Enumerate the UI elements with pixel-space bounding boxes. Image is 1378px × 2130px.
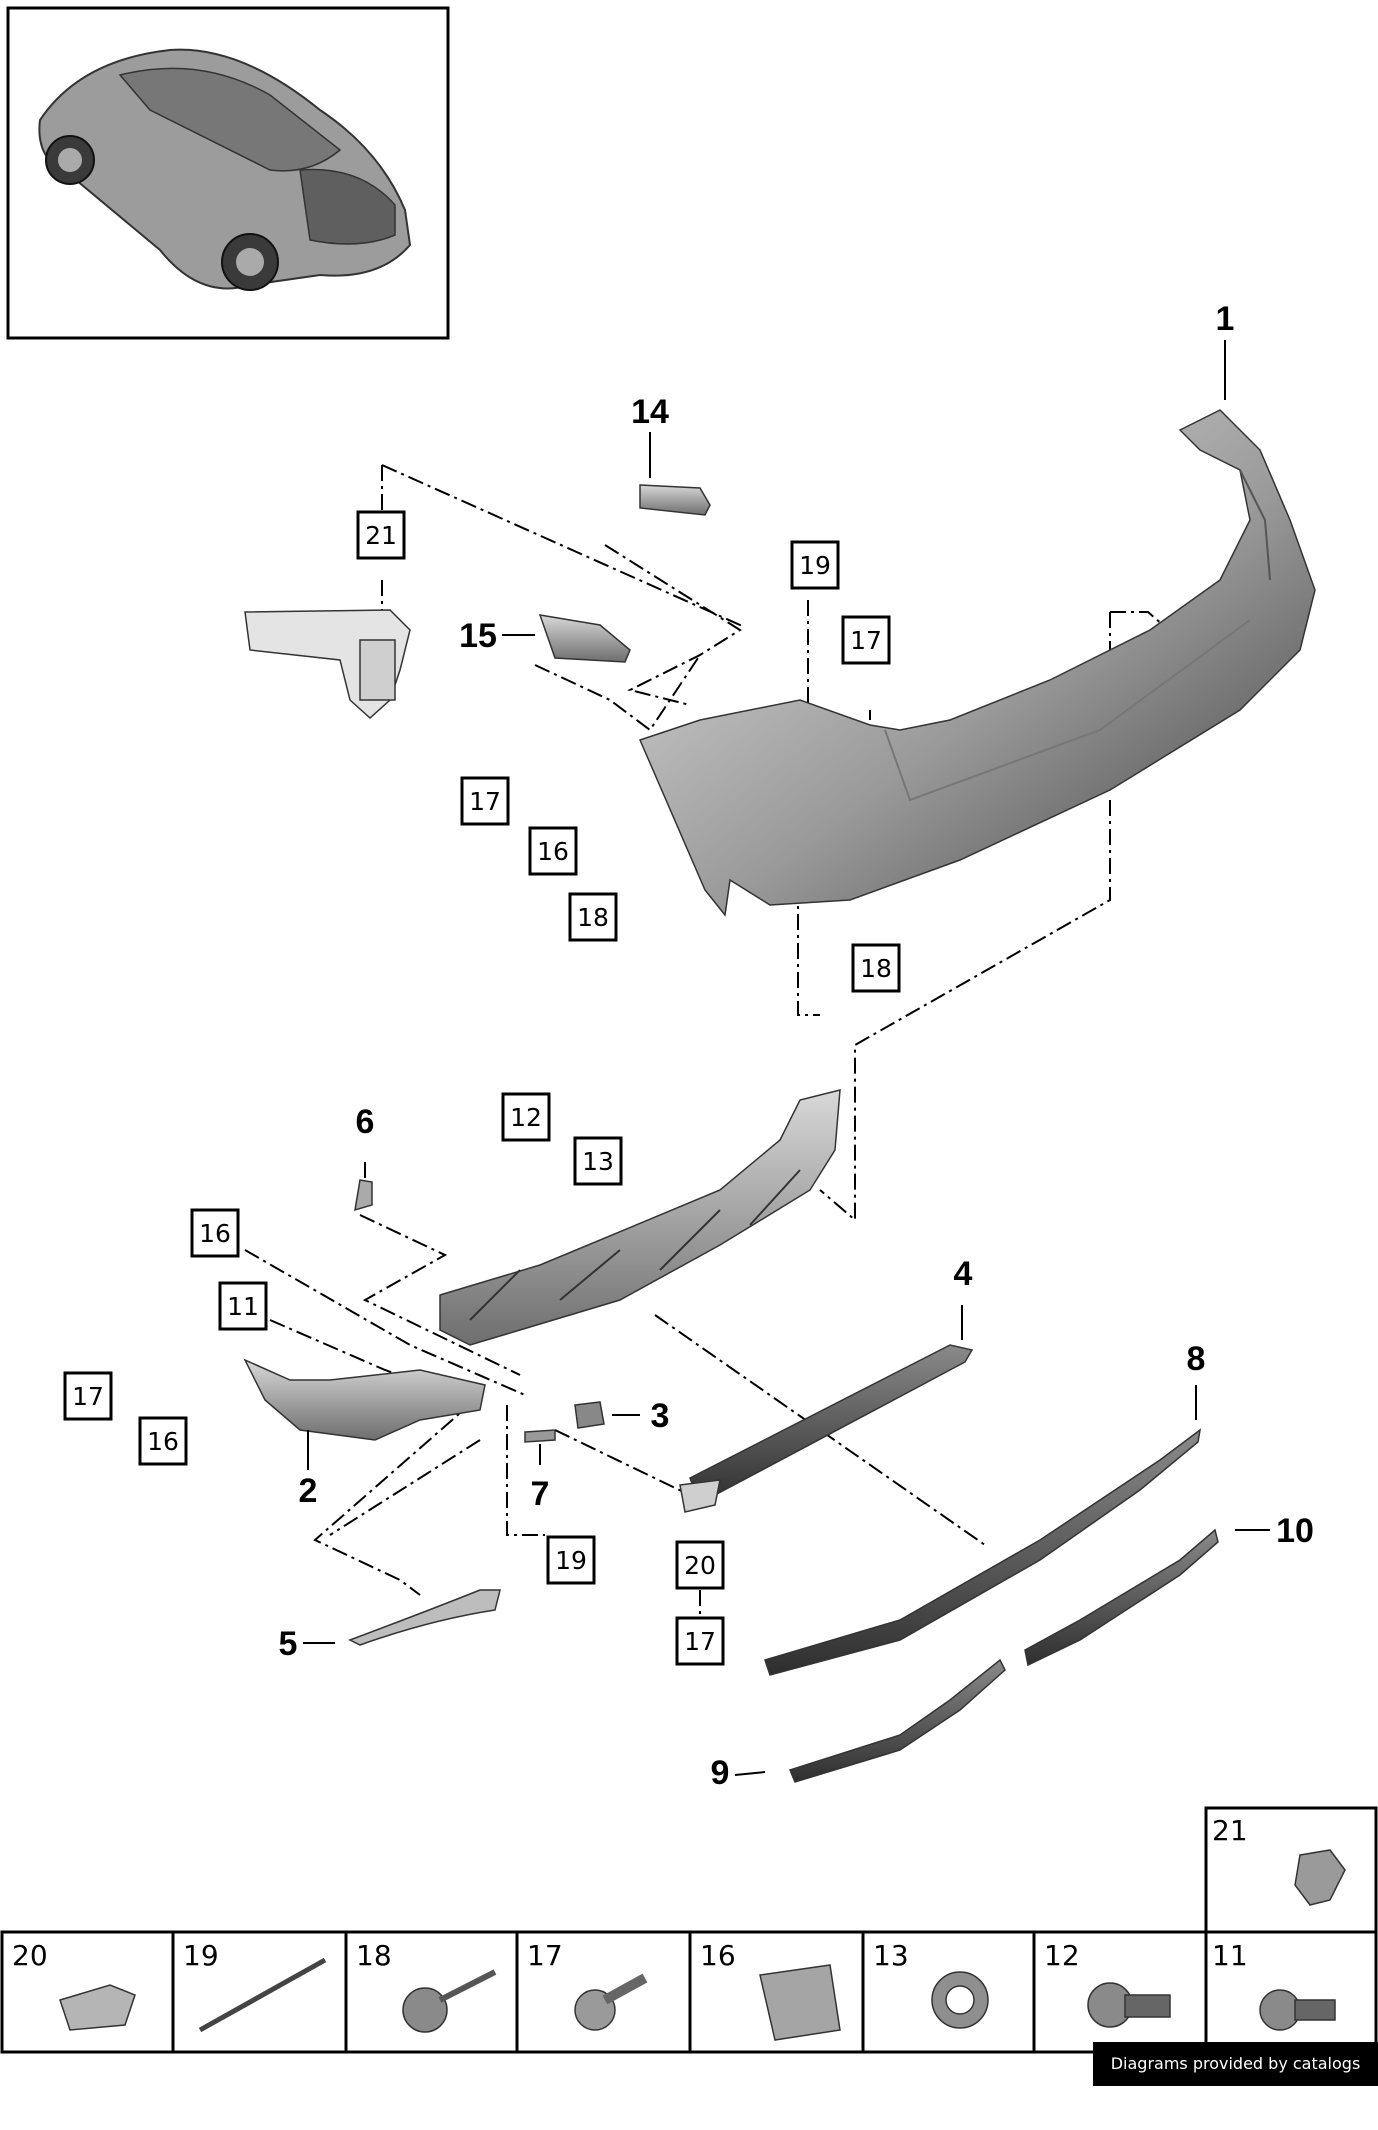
svg-text:18: 18 (356, 1939, 392, 1972)
svg-text:16: 16 (199, 1219, 231, 1248)
svg-text:12: 12 (510, 1103, 542, 1132)
boxed-label-19: 19 (790, 540, 840, 590)
svg-text:17: 17 (684, 1627, 716, 1656)
boxed-label-12: 12 (501, 1092, 551, 1142)
svg-text:21: 21 (365, 521, 397, 550)
boxed-label-18: 18 (568, 892, 618, 942)
svg-text:16: 16 (700, 1939, 736, 1972)
cable-tie-icon (198, 1957, 327, 2033)
hardware-cell-20: 20 (0, 1930, 175, 2054)
callout-10: 10 (1276, 1512, 1314, 1550)
svg-text:12: 12 (1044, 1939, 1080, 1972)
hardware-cell-11: 11 (1204, 1930, 1378, 2054)
svg-text:19: 19 (183, 1939, 219, 1972)
svg-text:13: 13 (582, 1147, 614, 1176)
callout-numbers: 1 14 15 6 4 8 3 2 7 10 5 9 (279, 300, 1314, 1792)
part-7-clip (524, 1429, 556, 1443)
hardware-cell-17: 17 (515, 1930, 692, 2054)
boxed-label-20: 20 (675, 1540, 725, 1590)
part-9-trim-strip (788, 1658, 1006, 1783)
part-12-reinforcement-carrier (439, 1089, 841, 1346)
retaining-clip-icon (759, 1964, 841, 2041)
boxed-label-18: 18 (851, 943, 901, 993)
part-14-trim-piece (639, 484, 711, 516)
callout-3: 3 (651, 1397, 670, 1435)
clip-icon (1294, 1849, 1346, 1906)
callout-1: 1 (1216, 300, 1235, 338)
boxed-label-17: 17 (675, 1616, 725, 1666)
part-2-lower-bumper (243, 1358, 486, 1441)
assembly-lines (244, 464, 1216, 1615)
part-3-bracket (574, 1401, 605, 1429)
boxed-label-11: 11 (218, 1281, 268, 1331)
expansion-nut-icon (402, 1987, 448, 2033)
svg-text:21: 21 (1212, 1814, 1248, 1847)
boxed-label-16: 16 (138, 1416, 188, 1466)
hardware-cell-19: 19 (171, 1930, 348, 2054)
svg-text:16: 16 (537, 837, 569, 866)
boxed-label-16: 16 (528, 826, 578, 876)
svg-text:17: 17 (72, 1382, 104, 1411)
callout-9: 9 (711, 1754, 730, 1792)
callout-7: 7 (531, 1475, 550, 1513)
vehicle-overview-inset (6, 6, 450, 340)
part-15-trim-piece (538, 614, 631, 663)
sensor-holder-icon (1259, 1989, 1301, 2031)
svg-text:17: 17 (527, 1939, 563, 1972)
hardware-table: 21 20 19 18 17 16 (0, 1806, 1378, 2054)
svg-text:19: 19 (799, 551, 831, 580)
part-8-trim-strip (764, 1428, 1202, 1676)
boxed-label-19: 19 (546, 1535, 596, 1585)
svg-text:11: 11 (227, 1292, 259, 1321)
part-1-bumper-cover (638, 409, 1316, 917)
boxed-label-16: 16 (190, 1208, 240, 1258)
hardware-cell-13: 13 (861, 1930, 1036, 2054)
callout-5: 5 (279, 1625, 298, 1663)
part-6-clip (354, 1179, 373, 1212)
callout-leaders (303, 340, 1270, 1776)
svg-text:20: 20 (12, 1939, 48, 1972)
exploded-parts-diagram: 1 14 15 6 4 8 3 2 7 10 5 9 21 19 17 17 (0, 6, 1378, 2054)
boxed-label-13: 13 (573, 1136, 623, 1186)
boxed-label-21: 21 (356, 510, 406, 560)
svg-text:17: 17 (850, 626, 882, 655)
part-20-trim-end (679, 1479, 721, 1513)
svg-text:18: 18 (577, 903, 609, 932)
callout-2: 2 (299, 1472, 318, 1510)
hardware-cell-21: 21 (1204, 1806, 1378, 1934)
svg-text:17: 17 (469, 787, 501, 816)
callout-6: 6 (356, 1103, 375, 1141)
callout-14: 14 (631, 393, 669, 431)
svg-text:19: 19 (555, 1546, 587, 1575)
boxed-label-17: 17 (460, 776, 510, 826)
hardware-cell-18: 18 (344, 1930, 519, 2054)
callout-8: 8 (1187, 1340, 1206, 1378)
callout-4: 4 (954, 1255, 973, 1293)
attribution-footer: Diagrams provided by catalogs parts (1093, 2042, 1378, 2117)
hardware-cell-16: 16 (688, 1930, 865, 2054)
svg-text:20: 20 (684, 1551, 716, 1580)
part-10-trim-strip (1024, 1528, 1219, 1667)
boxed-labels: 21 19 17 17 16 18 18 12 (63, 510, 901, 1666)
svg-text:11: 11 (1212, 1939, 1248, 1972)
svg-text:16: 16 (147, 1427, 179, 1456)
boxed-label-17: 17 (841, 615, 891, 665)
boxed-label-17: 17 (63, 1371, 113, 1421)
nut-clip-icon (59, 1984, 136, 2031)
part-5-trim-strip (348, 1589, 501, 1646)
svg-text:18: 18 (860, 954, 892, 983)
callout-15: 15 (459, 617, 497, 655)
hardware-cell-12: 12 (1032, 1930, 1208, 2054)
part-21-bracket (244, 609, 411, 720)
vehicle-illustration (38, 48, 412, 291)
svg-text:13: 13 (873, 1939, 909, 1972)
